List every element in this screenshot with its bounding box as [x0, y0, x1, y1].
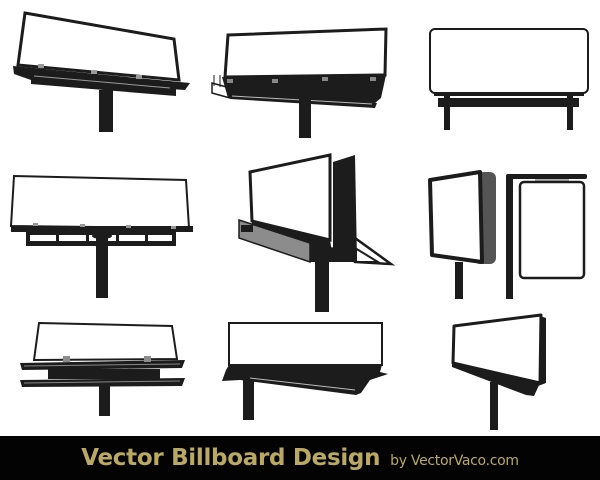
- billboard-9: [451, 313, 546, 430]
- billboard-illustrations: [9, 11, 589, 430]
- billboard-3: [429, 28, 589, 130]
- banner-byline: by VectorVaco.com: [390, 452, 519, 469]
- billboard-8: [222, 322, 388, 420]
- billboard-2: [211, 27, 388, 138]
- billboard-4: [9, 174, 193, 298]
- billboard-5: [238, 153, 396, 312]
- billboard-7: [20, 321, 185, 416]
- billboard-6: [428, 170, 587, 299]
- billboard-1: [13, 11, 190, 132]
- title-banner: Vector Billboard Design by VectorVaco.co…: [0, 436, 600, 480]
- banner-title: Vector Billboard Design: [81, 445, 381, 471]
